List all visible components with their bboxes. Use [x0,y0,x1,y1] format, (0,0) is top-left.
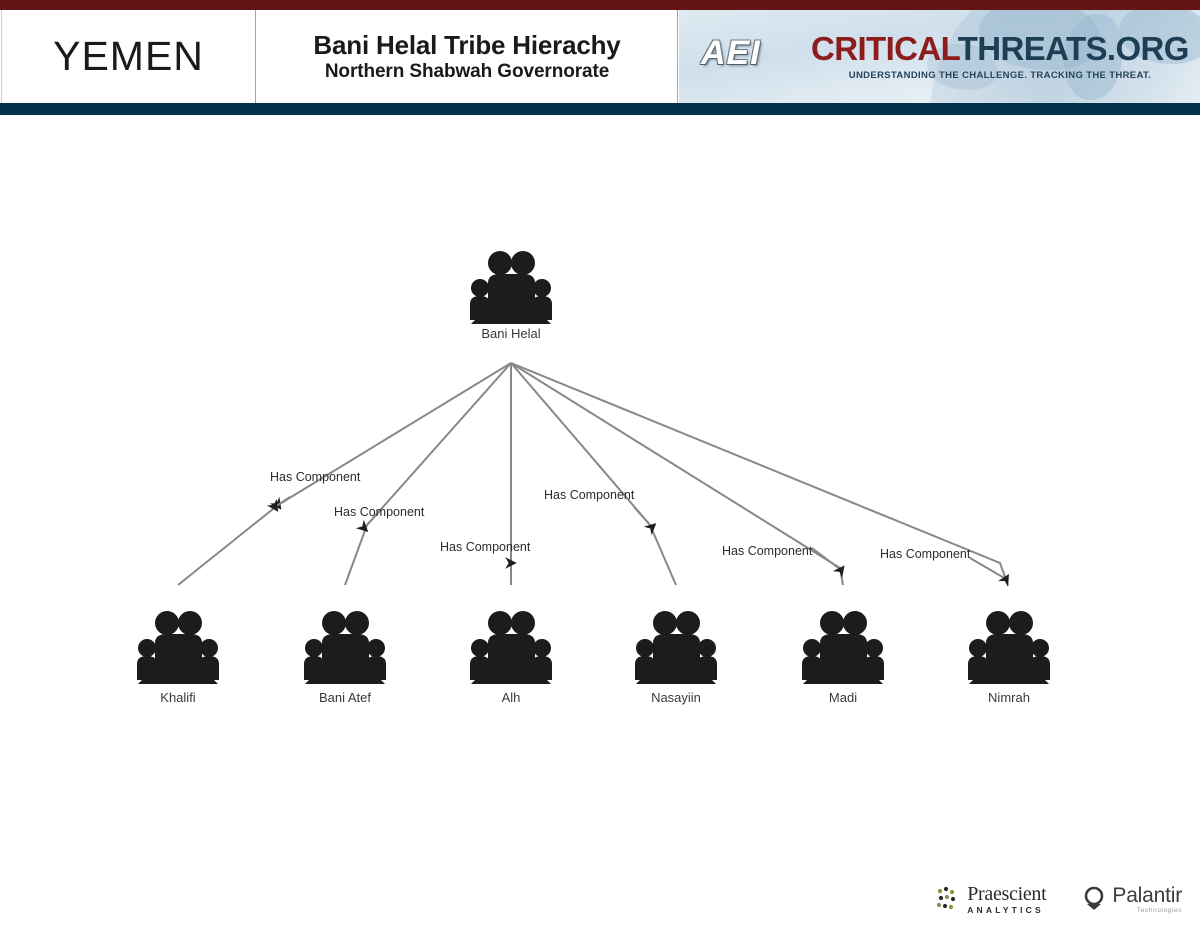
graph-edges-layer [177,362,1009,587]
edge-label-khalifi: Has Component [270,470,361,484]
palantir-logo[interactable]: Palantir Technologies [1082,885,1182,915]
group-of-people-icon [137,611,219,684]
edge-label-alh: Has Component [440,540,531,554]
footer-logo-group: Praescient ANALYTICS Palantir Technologi… [936,884,1182,915]
node-label-nimrah: Nimrah [988,690,1030,705]
group-of-people-icon [635,611,717,684]
page-footer: Praescient ANALYTICS Palantir Technologi… [0,878,1200,927]
landmass-graphic-icon [1064,14,1122,100]
node-nimrah[interactable]: Nimrah [949,610,1069,705]
group-of-people-icon [470,251,552,324]
country-panel: YEMEN [1,10,256,103]
edge-label-madi: Has Component [722,544,813,558]
top-accent-bar [0,0,1200,10]
logo-row: AEI CRITICALTHREATS.ORG UNDERSTANDING TH… [701,32,1189,82]
criticalthreats-wordmark-block: CRITICALTHREATS.ORG UNDERSTANDING THE CH… [811,32,1189,82]
edge-bani-helal-khalifi[interactable] [177,362,512,586]
edge-bani-helal-bani-atef[interactable] [344,362,512,586]
praescient-dots-icon [937,887,956,910]
node-label-madi: Madi [828,690,858,705]
aei-wordmark: AEI [701,34,761,72]
group-of-people-icon [470,611,552,684]
header-bottom-bar [0,103,1200,115]
aei-logo-icon: AEI [701,34,797,74]
palantir-subtitle: Technologies [1136,906,1182,914]
edge-label-bani-atef: Has Component [334,505,425,519]
group-of-people-icon [968,611,1050,684]
group-of-people-icon [304,611,386,684]
edge-bani-helal-nasayiin[interactable] [510,362,677,586]
palantir-name: Palantir [1112,883,1182,907]
node-label-bani-atef: Bani Atef [318,690,372,705]
node-label-bani-helal: Bani Helal [481,326,541,341]
page-title: Bani Helal Tribe Hierachy [313,29,621,60]
globe-graphic-icon [930,10,1200,103]
praescient-analytics-logo[interactable]: Praescient ANALYTICS [936,883,1047,915]
criticalthreats-wordmark: CRITICALTHREATS.ORG [811,32,1189,66]
praescient-subtitle: ANALYTICS [967,905,1044,915]
node-label-nasayiin: Nasayiin [651,690,701,705]
palantir-wordmark: Palantir Technologies [1112,885,1182,915]
node-alh[interactable]: Alh [451,610,571,705]
group-of-people-icon [802,611,884,684]
node-label-alh: Alh [501,690,521,705]
node-nasayiin[interactable]: Nasayiin [616,610,736,705]
edge-label-nasayiin: Has Component [544,488,635,502]
node-madi[interactable]: Madi [783,610,903,705]
edge-bani-helal-nimrah[interactable] [510,362,1009,587]
logo-tagline: UNDERSTANDING THE CHALLENGE. TRACKING TH… [848,70,1152,81]
criticalthreats-logo-banner[interactable]: AEI CRITICALTHREATS.ORG UNDERSTANDING TH… [679,10,1200,103]
wordmark-threats: THREATS.ORG [957,30,1190,67]
node-khalifi[interactable]: Khalifi [118,610,238,705]
graph-canvas[interactable]: Bani Helal Khalifi Bani Atef [0,115,1200,927]
page-header: YEMEN Bani Helal Tribe Hierachy Northern… [0,0,1200,115]
node-label-khalifi: Khalifi [160,690,196,705]
wordmark-critical: CRITICAL [811,30,958,67]
node-bani-atef[interactable]: Bani Atef [285,610,405,705]
page-subtitle: Northern Shabwah Governorate [324,60,610,82]
landmass-graphic-icon [927,44,997,90]
node-bani-helal[interactable]: Bani Helal [451,250,571,341]
country-name: YEMEN [53,33,204,79]
edge-label-nimrah: Has Component [880,547,971,561]
edge-bani-helal-madi[interactable] [510,362,845,586]
praescient-name: Praescient [967,883,1047,905]
title-panel: Bani Helal Tribe Hierachy Northern Shabw… [257,10,678,103]
praescient-wordmark: Praescient ANALYTICS [967,883,1047,915]
palantir-mark-icon [1085,886,1104,911]
